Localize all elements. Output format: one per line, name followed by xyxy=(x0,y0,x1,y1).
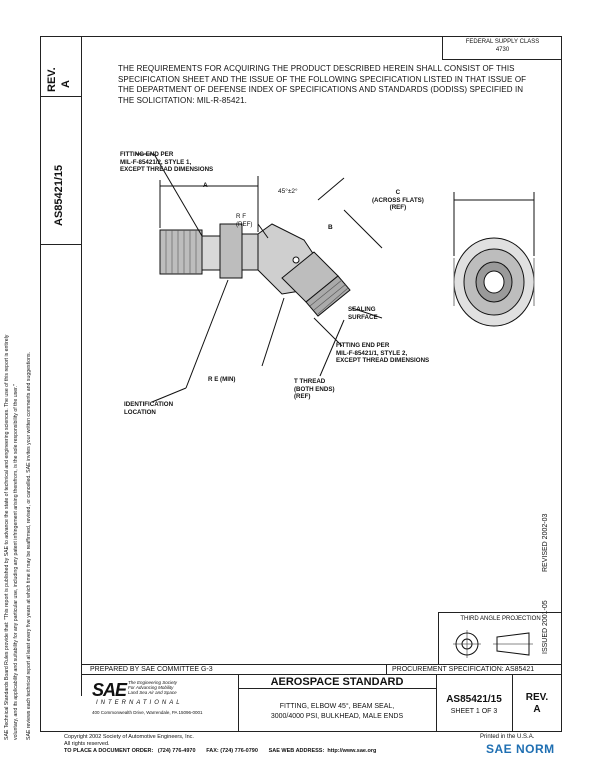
order-info: TO PLACE A DOCUMENT ORDER: (724) 776-497… xyxy=(64,748,377,754)
title-rev: REV. A xyxy=(525,692,549,715)
drawing-frame xyxy=(40,36,562,732)
procurement-spec: PROCUREMENT SPECIFICATION: AS85421 xyxy=(392,666,535,673)
rf-label: R F (REF) xyxy=(236,213,253,228)
doc-number-vertical: AS85421/15 xyxy=(53,164,65,226)
sae-logo: SAE xyxy=(92,680,127,700)
re-min-label: R E (MIN) xyxy=(208,376,236,383)
fitting-drawing xyxy=(136,153,535,403)
dim-c-label: C (ACROSS FLATS) (REF) xyxy=(372,189,424,211)
sealing-surface-label: SEALING SURFACE xyxy=(348,306,378,321)
rev-label-vertical: REV. xyxy=(46,67,58,92)
callout-fitting-end-1: FITTING END PER MIL-F-85421/2, STYLE 1, … xyxy=(120,151,214,173)
federal-supply-class: 4730 xyxy=(495,47,510,53)
revised-date: REVISED 2002-03 xyxy=(542,513,549,572)
title-doc-number: AS85421/15 xyxy=(446,694,502,705)
third-angle-label: THIRD ANGLE PROJECTION xyxy=(460,616,541,622)
projection-symbol xyxy=(453,630,533,658)
dim-b-label: B xyxy=(328,224,333,231)
federal-supply-label: FEDERAL SUPPLY CLASS xyxy=(465,39,540,45)
rev-value-vertical: A xyxy=(60,80,72,88)
dim-a-label: A xyxy=(203,182,208,189)
sae-international: INTERNATIONAL xyxy=(96,700,183,706)
left-thread-section xyxy=(159,229,203,275)
sheet-number: SHEET 1 OF 3 xyxy=(450,708,498,715)
requirements-paragraph: THE REQUIREMENTS FOR ACQUIRING THE PRODU… xyxy=(118,64,527,105)
aerospace-standard-heading: AEROSPACE STANDARD xyxy=(270,676,404,688)
sae-address: 400 Commonwealth Drive, Warrendale, PA 1… xyxy=(92,710,203,715)
third-angle-projection-box: THIRD ANGLE PROJECTION xyxy=(438,612,562,664)
identification-location-label: IDENTIFICATION LOCATION xyxy=(124,401,174,416)
angle-label: 45°±2° xyxy=(278,188,298,195)
t-thread-label: T THREAD (BOTH ENDS) (REF) xyxy=(294,378,335,400)
side-notice-line3: SAE reviews each technical report at lea… xyxy=(26,352,32,740)
copyright: Copyright 2002 Society of Automotive Eng… xyxy=(64,734,194,747)
document-title: FITTING, ELBOW 45°, BEAM SEAL, 3000/4000… xyxy=(270,703,404,720)
printed-in: Printed in the U.S.A. xyxy=(480,734,535,740)
sae-tagline: The Engineering Society For Advancing Mo… xyxy=(128,680,178,695)
sae-norm-watermark: SAE NORM xyxy=(486,742,555,756)
hex-flange xyxy=(219,223,243,279)
side-notice-line1: SAE Technical Standards Board Rules prov… xyxy=(4,334,10,740)
callout-fitting-end-2: FITTING END PER MIL-F-85421/1, STYLE 2, … xyxy=(336,342,430,364)
side-notice-line2: voluntary, and its applicability and sui… xyxy=(13,384,19,740)
left-column: REV. A AS85421/15 xyxy=(40,36,82,696)
federal-supply-box: FEDERAL SUPPLY CLASS 4730 xyxy=(442,36,562,60)
prepared-by: PREPARED BY SAE COMMITTEE G-3 xyxy=(90,666,213,673)
